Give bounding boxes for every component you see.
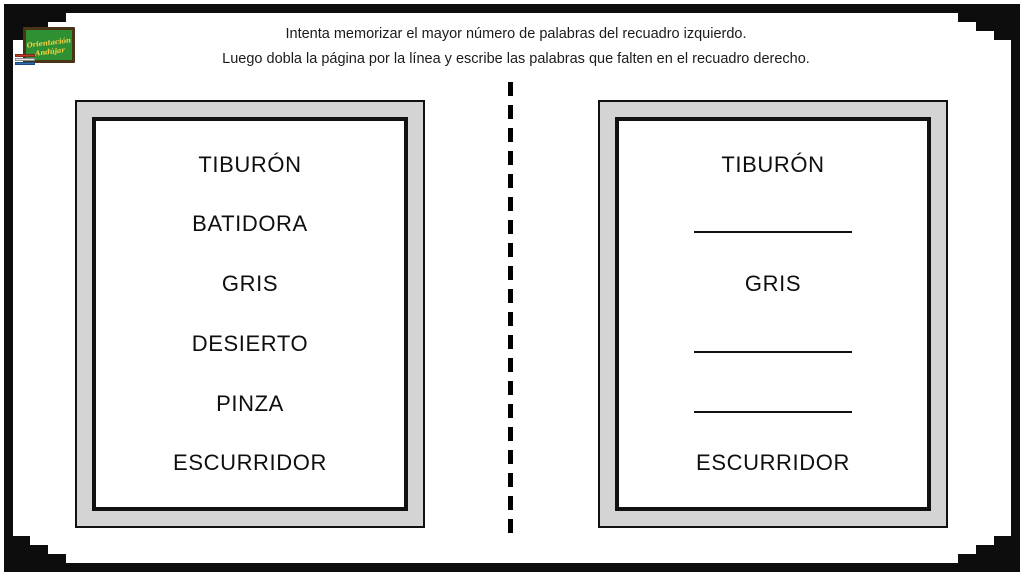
fold-line [508,82,513,538]
word-label: PINZA [216,390,284,416]
frame-border-right [1011,4,1020,572]
frame-border-bottom [4,563,1020,572]
word-row: GRIS [637,254,909,314]
word-row: GRIS [114,254,386,314]
instructions: Intenta memorizar el mayor número de pal… [96,22,936,72]
word-row: TIBURÓN [637,135,909,195]
answer-blank-line[interactable] [694,231,852,234]
word-label: ESCURRIDOR [696,450,850,476]
answer-blank-line[interactable] [694,350,852,353]
word-label: BATIDORA [192,211,308,237]
answer-blank-line[interactable] [694,410,852,413]
word-label: TIBURÓN [721,151,825,177]
word-row: PINZA [114,374,386,434]
word-row: TIBURÓN [114,135,386,195]
word-label: GRIS [221,271,279,297]
instruction-line-1: Intenta memorizar el mayor número de pal… [285,26,747,42]
orientacion-andujar-logo: Orientación Andújar [15,27,75,68]
word-row: ESCURRIDOR [637,433,909,493]
right-word-box-inner: TIBURÓN GRIS ESCURRIDOR [615,117,931,511]
instruction-line-2: Luego dobla la página por la línea y esc… [222,50,810,67]
books-icon [15,54,35,67]
left-word-box-inner: TIBURÓN BATIDORA GRIS DESIERTO PINZA ESC… [92,117,408,511]
corner-zigzag-bottom-right-icon [930,526,1020,572]
word-label: GRIS [744,271,802,297]
word-label: DESIERTO [191,330,309,356]
right-word-box: TIBURÓN GRIS ESCURRIDOR [598,100,948,528]
word-row: ESCURRIDOR [114,433,386,493]
word-label: ESCURRIDOR [173,450,327,476]
frame-border-left [4,4,13,572]
left-word-box: TIBURÓN BATIDORA GRIS DESIERTO PINZA ESC… [75,100,425,528]
word-label: TIBURÓN [198,151,302,177]
word-row: DESIERTO [114,314,386,374]
corner-zigzag-top-right-icon [930,4,1020,50]
corner-zigzag-bottom-left-icon [4,526,94,572]
answer-blank-row [637,195,909,255]
frame-border-top [4,4,1020,13]
answer-blank-row [637,374,909,434]
chalkboard-icon: Orientación Andújar [23,27,75,63]
answer-blank-row [637,314,909,374]
word-row: BATIDORA [114,195,386,255]
